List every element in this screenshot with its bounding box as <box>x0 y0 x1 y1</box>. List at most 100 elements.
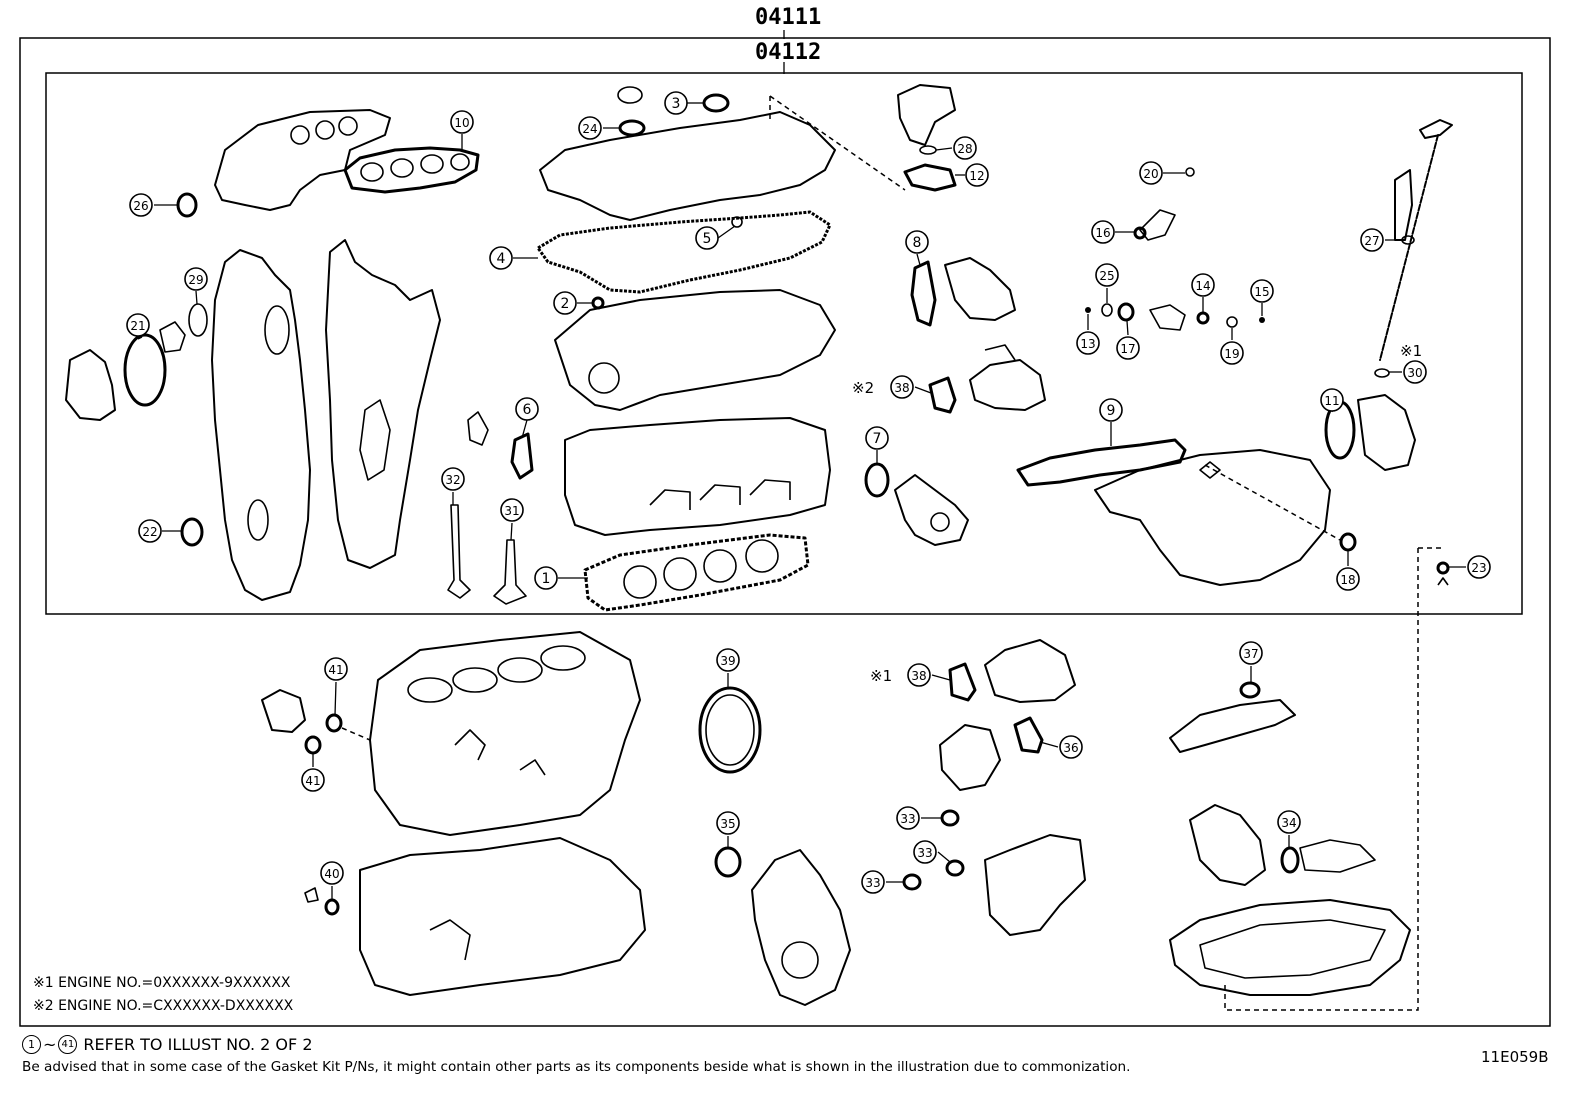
oil-seal <box>180 517 204 547</box>
callout-23: 23 <box>1467 555 1491 579</box>
cylinder-bore <box>540 645 586 671</box>
callout-5: 5 <box>695 226 719 250</box>
exhaust-manifold-gasket <box>343 146 480 194</box>
callout-number: 33 <box>917 846 932 860</box>
marker-1-upper: ※1 <box>1400 342 1422 360</box>
o-ring-34 <box>1280 846 1300 874</box>
callout-number: 27 <box>1364 234 1379 248</box>
oil-pan <box>1169 899 1411 996</box>
gasket-33a <box>940 809 960 827</box>
advice-text: Be advised that in some case of the Gask… <box>22 1059 1131 1075</box>
callout-11: 11 <box>1320 388 1344 412</box>
small-gasket <box>467 411 489 446</box>
callout-number: 9 <box>1107 403 1116 419</box>
callout-number: 25 <box>1099 269 1114 283</box>
callout-number: 13 <box>1080 337 1095 351</box>
callout-40: 40 <box>320 861 344 885</box>
o-ring-25 <box>1101 303 1113 317</box>
callout-number: 4 <box>497 251 506 267</box>
egr-gasket <box>910 260 937 327</box>
callout-34: 34 <box>1277 810 1301 834</box>
phantom-line <box>341 727 371 741</box>
gasket-port <box>360 162 384 182</box>
callout-leaders <box>137 102 1466 900</box>
refer-end-callout: 41 <box>58 1035 78 1054</box>
callout-35: 35 <box>716 811 740 835</box>
callout-number: 26 <box>133 199 148 213</box>
callout-number: 41 <box>328 663 343 677</box>
callout-1: 1 <box>534 566 558 590</box>
gasket-port <box>390 158 414 178</box>
cylinder-bore <box>452 667 498 693</box>
gasket-port <box>420 154 444 174</box>
callout-25: 25 <box>1095 263 1119 287</box>
head-gasket-bore <box>703 549 737 583</box>
oil-pan-inner <box>1199 919 1386 979</box>
callout-number: 41 <box>305 774 320 788</box>
head-gasket-bore <box>745 539 779 573</box>
callout-number: 14 <box>1195 279 1210 293</box>
block-feature <box>519 759 546 776</box>
callout-9: 9 <box>1099 398 1123 422</box>
o-ring <box>188 303 208 337</box>
washer-14 <box>1196 311 1210 325</box>
head-port <box>649 489 691 510</box>
intake-manifold <box>1094 449 1331 586</box>
callout-number: 37 <box>1243 647 1258 661</box>
callout-number: 17 <box>1120 342 1135 356</box>
callout-21: 21 <box>126 313 150 337</box>
oil-pipe <box>1169 699 1296 753</box>
callout-14: 14 <box>1191 273 1215 297</box>
callout-32: 32 <box>441 467 465 491</box>
o-ring-30 <box>1374 368 1390 378</box>
crankcase <box>359 837 646 996</box>
callout-number: 32 <box>445 473 460 487</box>
callout-2: 2 <box>553 291 577 315</box>
refer-start-callout: 1 <box>22 1035 41 1054</box>
water-bypass-pipe <box>984 834 1086 936</box>
cylinder-head-cover <box>539 111 836 221</box>
block-feature <box>454 729 486 761</box>
egr-bracket <box>984 344 1016 361</box>
filler-gasket <box>618 119 646 137</box>
sensor-16 <box>1139 209 1176 241</box>
callout-number: 7 <box>873 431 882 447</box>
cylinder-bore <box>497 657 543 683</box>
cover-rib <box>359 399 391 481</box>
callout-38a: 38 <box>890 375 914 399</box>
inner-kit-frame <box>45 72 1523 615</box>
washer-16 <box>1133 226 1147 240</box>
egr-gasket-36 <box>1013 716 1044 754</box>
callout-number: 24 <box>582 122 597 136</box>
dipstick-guide <box>1394 169 1413 241</box>
phantom-line <box>769 95 906 191</box>
callout-38b: 38 <box>907 663 931 687</box>
callout-36: 36 <box>1059 735 1083 759</box>
washer-20 <box>1185 167 1195 177</box>
manifold-boss <box>1199 461 1221 479</box>
timing-cover-rear <box>211 249 311 601</box>
cover-opening <box>264 305 290 355</box>
oil-pump-housing <box>65 349 116 421</box>
callout-22: 22 <box>138 519 162 543</box>
callout-number: 33 <box>865 876 880 890</box>
phantom-line <box>1204 464 1341 541</box>
cylinder-head <box>564 417 831 536</box>
head-port <box>749 479 791 500</box>
thermostat-housing <box>894 474 969 546</box>
callout-number: 11 <box>1324 394 1339 408</box>
callout-number: 15 <box>1254 285 1269 299</box>
intake-valve <box>447 504 471 599</box>
cylinder-block <box>369 631 641 836</box>
intake-manifold-gasket <box>1016 438 1187 487</box>
head-gasket-bore <box>663 557 697 591</box>
rear-oil-seal-inner <box>705 694 755 766</box>
callout-26: 26 <box>129 193 153 217</box>
o-ring-40 <box>324 898 340 916</box>
callout-4: 4 <box>489 246 513 270</box>
callout-number: 38 <box>911 669 926 683</box>
marker-2-upper: ※2 <box>852 379 874 397</box>
callout-number: 23 <box>1471 561 1486 575</box>
o-ring-28 <box>919 145 937 155</box>
